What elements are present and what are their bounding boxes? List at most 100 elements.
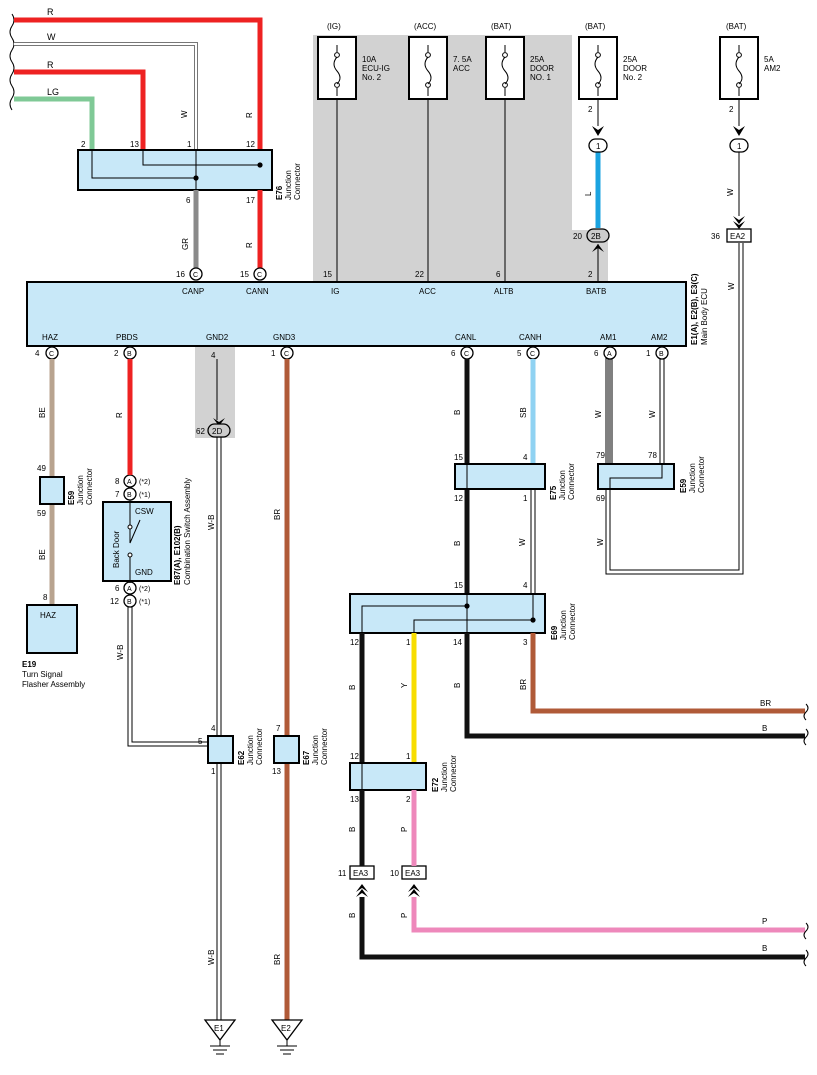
fuse2-b: ACC xyxy=(453,64,470,73)
back-door-switch xyxy=(102,501,172,582)
e69-dot xyxy=(464,603,470,609)
ecu-gnd2: GND2 xyxy=(206,333,229,342)
label-br: BR xyxy=(273,954,282,965)
fuse5-b: AM2 xyxy=(764,64,781,73)
e19-haz: HAZ xyxy=(40,611,56,620)
pin: 1 xyxy=(646,349,651,358)
pin-letter: C xyxy=(193,272,198,279)
label-w: W xyxy=(596,538,605,546)
e76-junction-dot xyxy=(257,162,263,168)
e76-internal xyxy=(91,150,260,190)
ecu-altb: ALTB xyxy=(494,287,513,296)
note-m1: (*1) xyxy=(139,599,150,606)
ground-symbol-e2 xyxy=(277,1040,297,1055)
fuse5-a: 5A xyxy=(764,55,774,64)
e67-connector xyxy=(273,735,300,764)
pin-letter: C xyxy=(530,351,535,358)
ea3-id: EA3 xyxy=(353,869,369,878)
switch-pivot xyxy=(127,524,133,530)
fuse1-b: ECU-IG xyxy=(362,64,390,73)
pin: 2 xyxy=(588,270,593,279)
e67-l2: Connector xyxy=(320,728,329,765)
note-m1: (*1) xyxy=(139,492,150,499)
label-r: R xyxy=(47,60,54,70)
conn-oval xyxy=(588,138,608,153)
label-w: W xyxy=(47,32,56,42)
wire-w-top-inner xyxy=(14,43,197,150)
ecu-am2: AM2 xyxy=(651,333,668,342)
label-w: W xyxy=(518,538,527,546)
label-r-cann: R xyxy=(245,242,254,248)
ecu-batb: BATB xyxy=(586,287,606,296)
pin: 13 xyxy=(350,795,359,804)
pin: 12 xyxy=(246,140,255,149)
e62-l1: Junction xyxy=(246,735,255,765)
e59b-id: E59 xyxy=(679,478,688,493)
e75-connector xyxy=(454,463,546,490)
label-p: P xyxy=(400,827,409,832)
wire-p-ea3 xyxy=(411,897,805,933)
pin: 7 xyxy=(276,724,281,733)
pin: 10 xyxy=(390,869,399,878)
e59a-l1: Junction xyxy=(76,475,85,505)
switch-pivot xyxy=(127,552,133,558)
pin: 78 xyxy=(648,451,657,460)
fuse3-c: NO. 1 xyxy=(530,73,551,82)
pin: 8 xyxy=(43,593,48,602)
wire-w-am1 xyxy=(607,359,665,478)
ground-e2 xyxy=(270,1019,304,1042)
label-wb: W-B xyxy=(116,645,125,660)
main-body-ecu xyxy=(26,281,687,347)
pin: 6 xyxy=(496,270,501,279)
pin-letter: A xyxy=(607,351,612,358)
pin: 6 xyxy=(186,196,191,205)
ecu-am1: AM1 xyxy=(600,333,617,342)
label-b: B xyxy=(453,410,462,415)
ea2-id: EA2 xyxy=(730,232,746,241)
conn-2d xyxy=(207,423,231,438)
ecu-canp: CANP xyxy=(182,287,204,296)
fuse-symbols xyxy=(333,45,743,96)
fuse1-c: No. 2 xyxy=(362,73,382,82)
fuse4-b: DOOR xyxy=(623,64,647,73)
label-gr: GR xyxy=(181,238,190,250)
power-acc: (ACC) xyxy=(414,22,437,31)
break-mark xyxy=(9,13,15,111)
e75-l1: Junction xyxy=(558,470,567,500)
label-sb: SB xyxy=(519,407,528,418)
ecu-gnd3: GND3 xyxy=(273,333,296,342)
e76-l1: Junction xyxy=(284,170,293,200)
pin: 2 xyxy=(114,349,119,358)
fuse2-a: 7. 5A xyxy=(453,55,472,64)
ecu-canl: CANL xyxy=(455,333,477,342)
e72-id: E72 xyxy=(431,777,440,792)
label-be: BE xyxy=(38,407,47,418)
label-p-right: P xyxy=(762,917,767,926)
pin: 6 xyxy=(451,349,456,358)
label-wb: W-B xyxy=(207,515,216,530)
pin-letter: B xyxy=(127,492,132,499)
wire-wb-gnd2 xyxy=(216,359,222,1020)
wire-b-14 xyxy=(464,633,805,739)
e76-id: E76 xyxy=(275,185,284,200)
e19-flasher xyxy=(26,604,78,654)
e69-id: E69 xyxy=(550,625,559,640)
break-mark-right xyxy=(803,703,809,967)
pin: 5 xyxy=(517,349,522,358)
ecu-canh: CANH xyxy=(519,333,542,342)
wire-b-ea3 xyxy=(359,897,805,960)
arrow-markers xyxy=(213,126,745,897)
wire-r-top xyxy=(14,17,263,165)
e59b-l2: Connector xyxy=(697,456,706,493)
pin: 12 xyxy=(110,597,119,606)
e69-l1: Junction xyxy=(559,610,568,640)
ecu-pbds: PBDS xyxy=(116,333,138,342)
label-w: W xyxy=(594,410,603,418)
pin-letter: B xyxy=(127,351,132,358)
pin: 3 xyxy=(523,638,528,647)
e62-id: E62 xyxy=(237,750,246,765)
pin: 1 xyxy=(406,638,411,647)
wire-r-mid xyxy=(14,69,146,150)
label-wb: W-B xyxy=(207,950,216,965)
e59a-l2: Connector xyxy=(85,468,94,505)
